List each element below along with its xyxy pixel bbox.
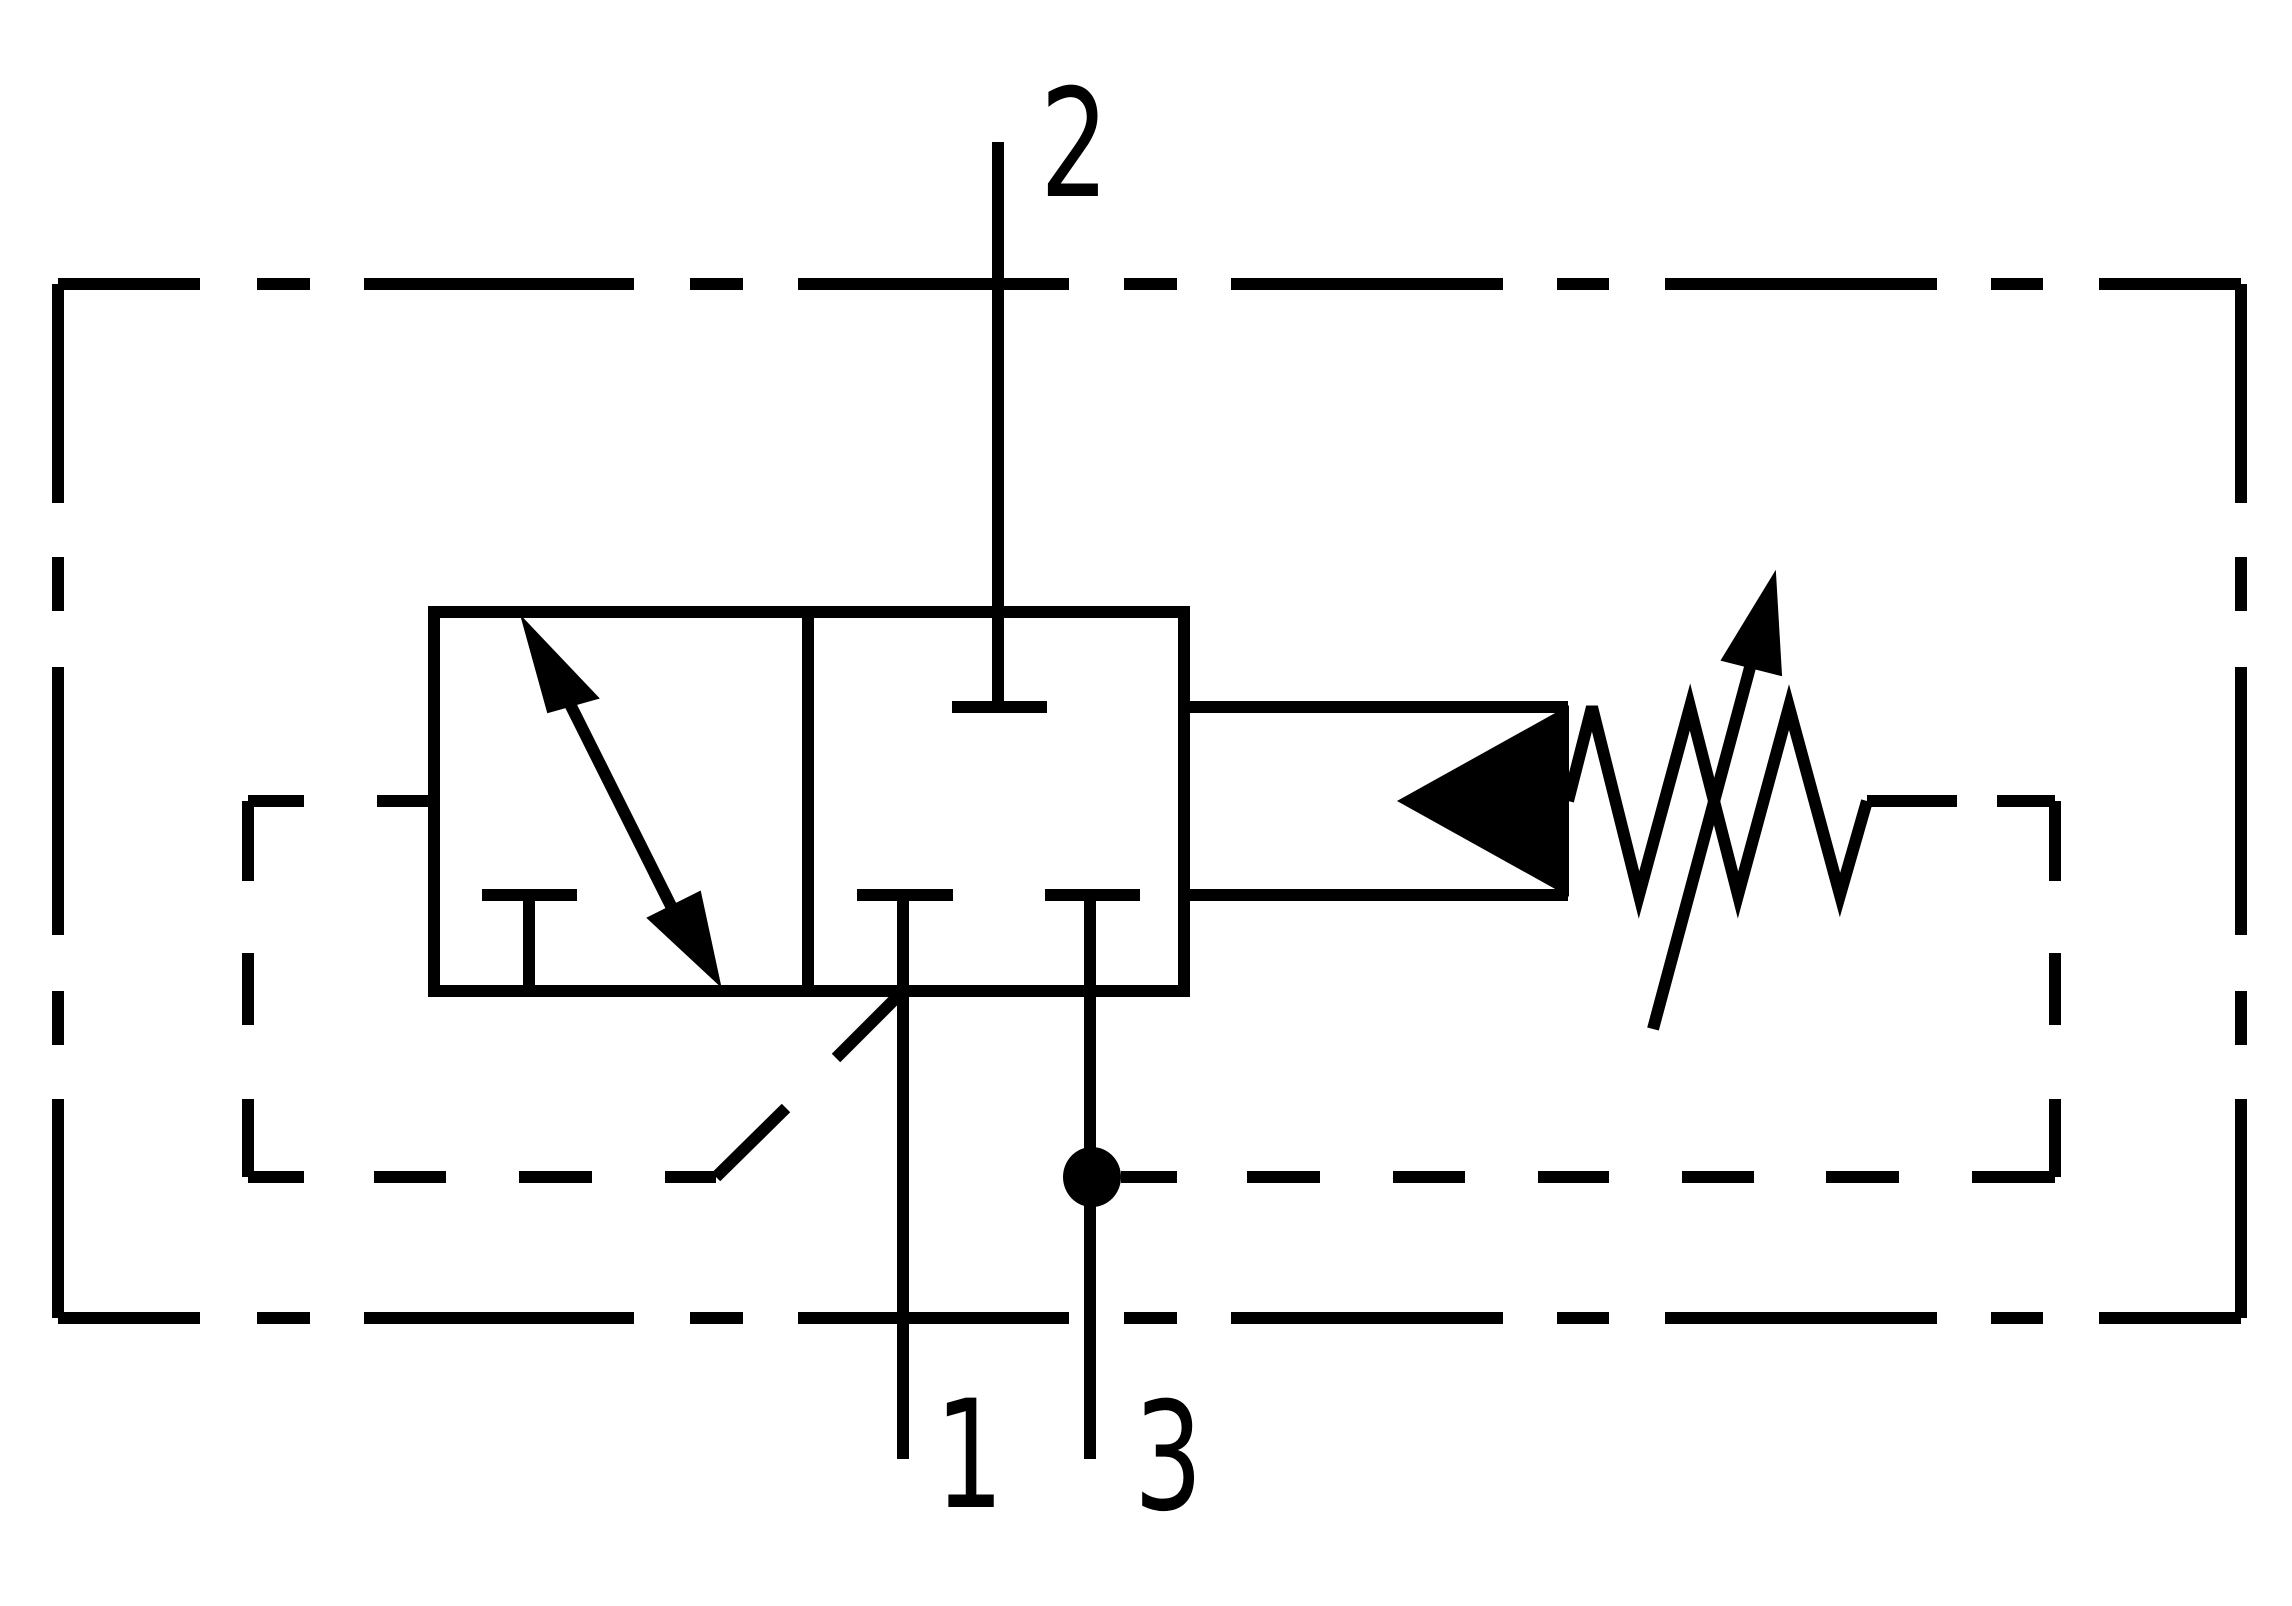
outer-enclosure-boundary (52, 278, 2247, 1324)
spring-adjust-line (1647, 658, 1758, 1031)
adjust-arrow-icon (1720, 569, 1783, 677)
port-3-label: 3 (1134, 1370, 1203, 1544)
port-1-label: 1 (935, 1368, 1004, 1542)
adjustable-spring (1562, 569, 1873, 1031)
pilot-actuator (1184, 701, 1569, 901)
arrowhead-down-icon (646, 890, 722, 988)
pilot-line (242, 795, 2061, 1183)
blocked-port-left (482, 889, 577, 991)
arrowhead-up-icon (521, 617, 600, 714)
actuator-triangle-icon (1396, 705, 1569, 897)
port-2-label: 2 (1040, 57, 1109, 231)
junction-dot (1063, 1147, 1121, 1207)
flow-arrow-bidirectional (521, 617, 722, 988)
